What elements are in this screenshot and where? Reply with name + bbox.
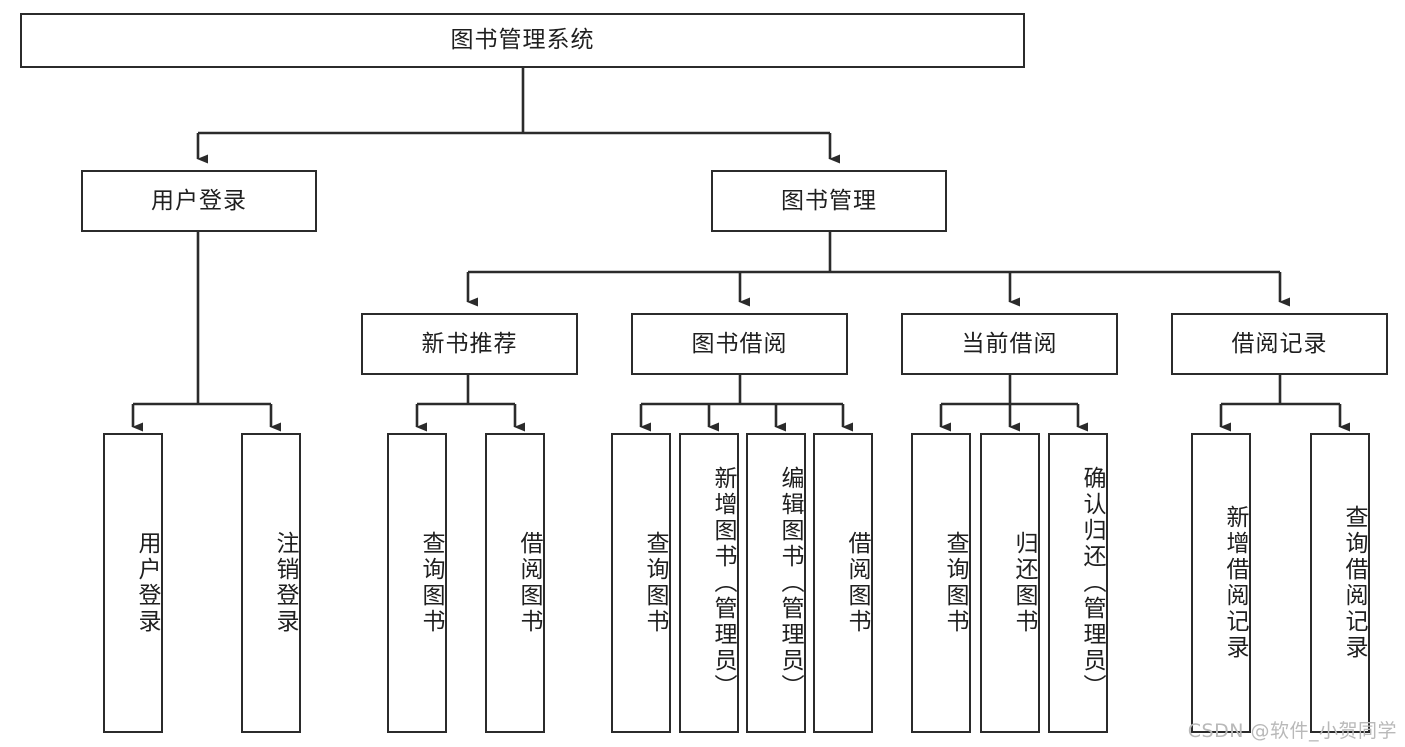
leaf-current-borrow-confirm-return-admin[interactable]: 确认归还（管理员）	[1048, 433, 1108, 733]
node-label: 查询借阅记录	[1341, 505, 1367, 661]
node-label: 查询图书	[418, 531, 444, 635]
leaf-new-book-borrow-book[interactable]: 借阅图书	[485, 433, 545, 733]
leaf-book-borrow-borrow-book[interactable]: 借阅图书	[813, 433, 873, 733]
node-book-borrow[interactable]: 图书借阅	[631, 313, 848, 375]
node-borrow-record[interactable]: 借阅记录	[1171, 313, 1388, 375]
node-user-login[interactable]: 用户登录	[81, 170, 317, 232]
csdn-watermark: CSDN @软件_小贺同学	[1187, 720, 1397, 742]
node-label: 当前借阅	[961, 330, 1058, 357]
leaf-new-book-query-book[interactable]: 查询图书	[387, 433, 447, 733]
node-label: 查询图书	[642, 531, 668, 635]
leaf-book-borrow-add-book-admin[interactable]: 新增图书（管理员）	[679, 433, 739, 733]
node-label: 借阅图书	[516, 531, 542, 635]
leaf-current-borrow-return-book[interactable]: 归还图书	[980, 433, 1040, 733]
node-label: 归还图书	[1011, 531, 1037, 635]
node-book-management[interactable]: 图书管理	[711, 170, 947, 232]
node-new-book-recommend[interactable]: 新书推荐	[361, 313, 578, 375]
node-root-book-management-system[interactable]: 图书管理系统	[20, 13, 1025, 68]
leaf-borrow-record-add-record[interactable]: 新增借阅记录	[1191, 433, 1251, 733]
node-label: 编辑图书（管理员）	[777, 466, 803, 700]
node-label: 图书管理	[781, 187, 877, 214]
node-label: 确认归还（管理员）	[1079, 466, 1105, 700]
node-label: 用户登录	[134, 531, 160, 635]
leaf-current-borrow-query-book[interactable]: 查询图书	[911, 433, 971, 733]
node-label: 注销登录	[272, 531, 298, 635]
node-label: 新增图书（管理员）	[710, 466, 736, 700]
leaf-user-login-signin[interactable]: 用户登录	[103, 433, 163, 733]
node-label: 查询图书	[942, 531, 968, 635]
leaf-book-borrow-edit-book-admin[interactable]: 编辑图书（管理员）	[746, 433, 806, 733]
leaf-book-borrow-query-book[interactable]: 查询图书	[611, 433, 671, 733]
node-label: 图书管理系统	[450, 27, 595, 54]
node-label: 新增借阅记录	[1222, 505, 1248, 661]
node-label: 用户登录	[151, 187, 247, 214]
node-label: 借阅记录	[1231, 330, 1328, 357]
node-label: 新书推荐	[421, 330, 518, 357]
leaf-user-login-signout[interactable]: 注销登录	[241, 433, 301, 733]
node-current-borrow[interactable]: 当前借阅	[901, 313, 1118, 375]
node-label: 借阅图书	[844, 531, 870, 635]
leaf-borrow-record-query-record[interactable]: 查询借阅记录	[1310, 433, 1370, 733]
node-label: 图书借阅	[691, 330, 788, 357]
